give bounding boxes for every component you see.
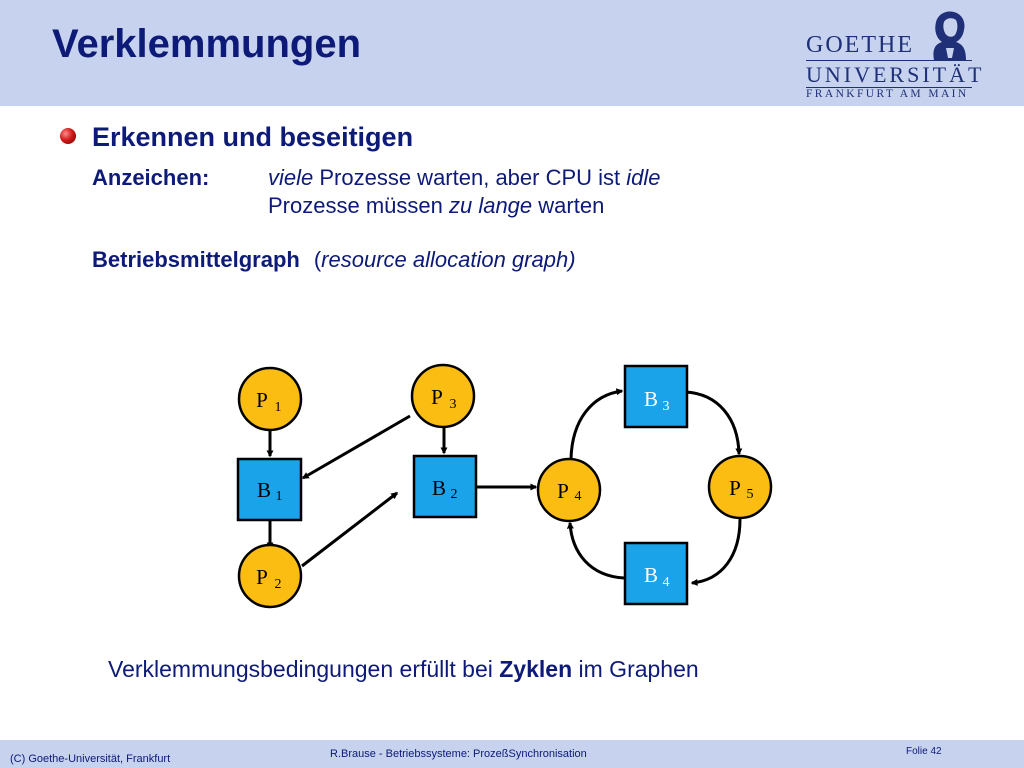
process-p3: P 3 [410, 363, 476, 429]
logo-line-universitaet: UNIVERSITÄT [806, 62, 985, 87]
edge-p2-b2 [301, 491, 399, 568]
svg-text:2: 2 [451, 487, 458, 502]
resource-b1: B 1 [236, 457, 303, 522]
signs-line-1: viele Prozesse warten, aber CPU ist idle [268, 165, 661, 191]
edge-p3-b1 [301, 414, 411, 480]
process-p5: P 5 [707, 454, 773, 520]
edge-p5-b4 [690, 518, 742, 586]
svg-text:B: B [644, 563, 658, 587]
graph-label-paren: ( [313, 247, 322, 272]
conclusion-text-1: Verklemmungsbedingungen erfüllt bei [108, 656, 500, 682]
footer-copyright: (C) Goethe-Universität, Frankfurt [10, 753, 171, 765]
logo-divider [806, 87, 972, 88]
svg-text:4: 4 [663, 575, 670, 590]
signs-line-2: Prozesse müssen zu lange warten [268, 193, 604, 219]
svg-text:P: P [729, 476, 741, 500]
bullet-icon [60, 128, 76, 144]
process-p4: P 4 [536, 457, 602, 523]
svg-text:P: P [431, 385, 443, 409]
resource-b4: B 4 [623, 541, 689, 606]
svg-text:1: 1 [275, 400, 282, 415]
svg-text:5: 5 [747, 487, 754, 502]
graph-label-bold: Betriebsmittelgraph [92, 247, 300, 272]
logo-line-goethe: GOETHE [806, 32, 914, 58]
signs-line-2-italic: zu lange [448, 193, 533, 218]
edge-b4-p4 [566, 521, 625, 580]
signs-line-1-italic-2: idle [626, 165, 661, 190]
svg-text:4: 4 [575, 489, 582, 504]
section-heading: Erkennen und beseitigen [92, 122, 414, 152]
footer-slide-number: Folie 42 [906, 746, 942, 757]
goethe-portrait-icon [933, 11, 966, 60]
svg-text:B: B [432, 476, 446, 500]
process-p1: P 1 [237, 366, 303, 432]
svg-text:2: 2 [275, 577, 282, 592]
svg-text:P: P [256, 388, 268, 412]
svg-text:B: B [257, 478, 271, 502]
signs-line-2-text-1: Prozesse müssen [268, 193, 449, 218]
edge-p4-b3 [569, 388, 624, 460]
title-bar: Verklemmungen GOETHE UNIVERSITÄT FRANKFU… [0, 0, 1024, 106]
footer-course-title: R.Brause - Betriebssysteme: ProzeßSynchr… [330, 748, 587, 760]
signs-line-1-text: Prozesse warten, aber CPU ist [313, 165, 627, 190]
conclusion-bold: Zyklen [499, 656, 573, 682]
resource-b3: B 3 [623, 364, 689, 429]
conclusion-text: Verklemmungsbedingungen erfüllt bei Zykl… [108, 656, 699, 683]
svg-text:P: P [557, 479, 569, 503]
conclusion-text-2: im Graphen [572, 656, 699, 682]
logo-line-frankfurt: FRANKFURT AM MAIN [806, 88, 969, 100]
resource-b2: B 2 [412, 454, 478, 519]
graph-label-italic: resource allocation graph) [321, 247, 576, 272]
process-p2: P 2 [237, 543, 303, 609]
university-logo: GOETHE UNIVERSITÄT FRANKFURT AM MAIN [806, 8, 981, 100]
svg-text:B: B [644, 387, 658, 411]
edge-b3-p5 [685, 390, 743, 456]
footer-bar: (C) Goethe-Universität, Frankfurt R.Brau… [0, 740, 1024, 768]
signs-label: Anzeichen: [92, 165, 210, 190]
signs-line-1-italic-1: viele [268, 165, 314, 190]
signs-line-2-text-2: warten [532, 193, 605, 218]
svg-text:P: P [256, 565, 268, 589]
logo-divider [806, 60, 972, 61]
svg-text:3: 3 [450, 397, 457, 412]
svg-text:1: 1 [276, 489, 283, 504]
slide-title: Verklemmungen [52, 22, 362, 66]
graph-label: Betriebsmittelgraph (resource allocation … [92, 247, 576, 273]
svg-text:3: 3 [663, 399, 670, 414]
